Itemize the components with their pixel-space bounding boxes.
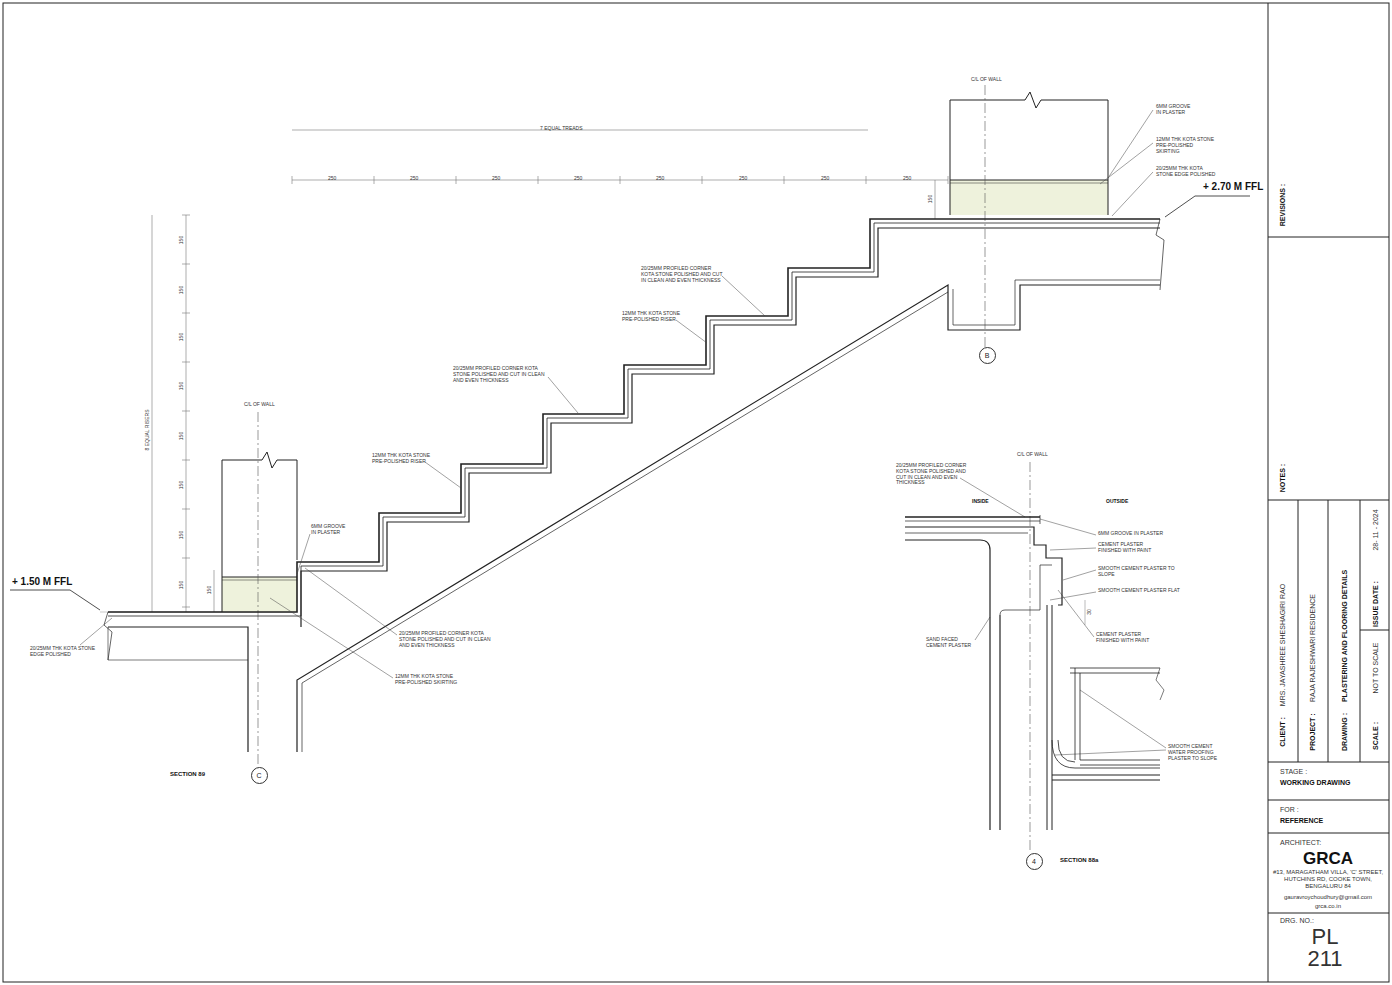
drawing-label: 8 EQUAL RISERS [145,410,151,451]
drawing-label: 150 [179,236,185,244]
drawing-label: 250 [739,176,747,182]
drawing-label: gauravroychoudhury@gmail.com [1270,894,1386,901]
drawing-label: 20/25MM THK KOTA STONE EDGE POLISHED [1156,166,1218,178]
drawing-label: REFERENCE [1280,817,1323,825]
drawing-label: NOTES : [1279,464,1287,492]
drawing-label: MRS. JAYASHREE SHESHAGIRI RAO [1279,584,1287,706]
drawing-label: 6MM GROOVE IN PLASTER [1156,104,1196,116]
drawing-label: PLASTERING AND FLOORING DETAILS [1341,570,1349,702]
drawing-label: REVISIONS : [1279,184,1287,226]
drawing-label: 6MM GROOVE IN PLASTER [311,524,351,536]
drawing-label: 28- 11 - 2024 [1372,509,1380,550]
drawing-label: SECTION 89 [170,771,205,778]
drawing-label: 20/25MM THK KOTA STONE EDGE POLISHED [30,646,96,658]
drawing-label: C/L OF WALL [1017,452,1048,458]
drawing-label: CLIENT : [1279,717,1287,747]
drawing-label: STAGE : [1280,768,1307,776]
drawing-label: 12MM THK KOTA STONE PRE-POLISHED RISER [372,453,432,465]
drawing-label: C/L OF WALL [971,77,1002,83]
drawing-label: SECTION 88a [1060,857,1098,864]
drawing-label: 150 [207,586,213,594]
drawing-label: INSIDE [972,499,989,505]
drawing-label: SAND FACED CEMENT PLASTER [926,637,976,649]
drawing-label: 12MM THK KOTA STONE PRE-POLISHED SKIRTIN… [395,674,461,686]
drawing-label: GRCA [1272,849,1384,869]
drawing-label: 150 [179,333,185,341]
grid-bubble: B [979,347,996,364]
drawing-label: FOR : [1280,806,1299,814]
drawing-label: 250 [903,176,911,182]
drawing-label: 150 [179,531,185,539]
drawing-label: ARCHITECT: [1280,839,1321,847]
drawing-label: 30 [1087,609,1093,615]
drawing-label: 250 [492,176,500,182]
drawing-label: 20/25MM PROFILED CORNER KOTA STONE POLIS… [399,631,491,648]
drawing-label: + 2.70 M FFL [1203,181,1263,193]
drawing-label: DRG. NO.: [1280,917,1314,925]
drawing-label: 12MM THK KOTA STONE PRE-POLISHED SKIRTIN… [1156,137,1218,154]
grid-bubble: C [251,767,268,784]
drawing-label: SCALE : [1372,722,1380,750]
drawing-label: RAJA RAJESHWARI RESIDENCE [1309,594,1317,702]
drawing-label: 250 [328,176,336,182]
drawing-label: grca.co.in [1272,903,1384,910]
drawing-label: 20/25MM PROFILED CORNER KOTA STONE POLIS… [896,463,974,486]
drawing-label: OUTSIDE [1106,499,1128,505]
drawing-label: 150 [928,195,934,203]
drawing-label: 20/25MM PROFILED CORNER KOTA STONE POLIS… [453,366,549,383]
drawing-label: 150 [179,481,185,489]
grid-label: C [256,772,261,779]
drawing-label: + 1.50 M FFL [12,576,72,588]
drawing-label: 150 [179,432,185,440]
drawing-label: 250 [656,176,664,182]
drawing-label: DRAWING : [1341,713,1349,751]
drawing-label: 150 [179,382,185,390]
drawing-label: #13, MARAGATHAM VILLA, 'C' STREET, HUTCH… [1272,869,1384,890]
grid-label: 4 [1032,858,1036,865]
drawing-label: C/L OF WALL [244,402,275,408]
drawing-label: 12MM THK KOTA STONE PRE-POLISHED RISER [622,311,682,323]
drawing-label: 7 EQUAL TREADS [540,126,583,132]
drawing-label: WORKING DRAWING [1280,779,1350,787]
drawing-label: CEMENT PLASTER FINISHED WITH PAINT [1096,632,1158,644]
drawing-label: CEMENT PLASTER FINISHED WITH PAINT [1098,542,1160,554]
drawing-label: SMOOTH CEMENT PLASTER TO SLOPE [1098,566,1190,578]
drawing-label: SMOOTH CEMENT PLASTER FLAT [1098,588,1190,594]
drawing-label: 250 [410,176,418,182]
drawing-label: NOT TO SCALE [1372,643,1380,694]
drawing-label: SMOOTH CEMENT WATER PROOFING PLASTER TO … [1168,744,1218,761]
drawing-label: 150 [179,581,185,589]
grid-label: B [985,352,990,359]
drawing-label: PL 211 [1300,926,1350,970]
drawing-label: 250 [574,176,582,182]
drawing-label: 6MM GROOVE IN PLASTER [1098,531,1190,537]
drawing-label: 20/25MM PROFILED CORNER KOTA STONE POLIS… [641,266,723,283]
drawing-label: PROJECT : [1309,713,1317,750]
drawing-label: 150 [179,286,185,294]
drawing-label: ISSUE DATE : [1372,581,1380,627]
grid-bubble: 4 [1026,853,1043,870]
drawing-label: 250 [821,176,829,182]
